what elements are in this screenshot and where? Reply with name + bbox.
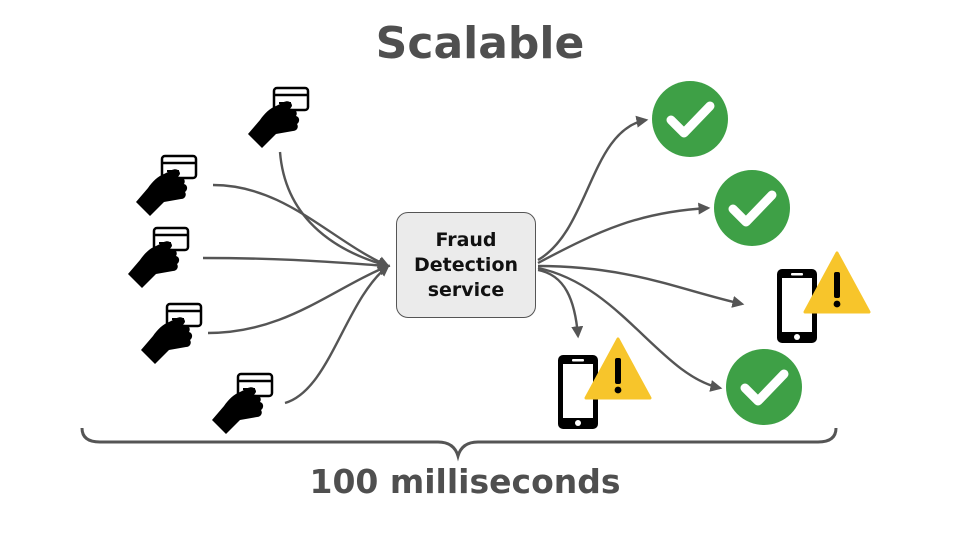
phone-warning-icon — [556, 337, 652, 431]
output-arrow — [537, 264, 745, 308]
output-arrow — [537, 115, 649, 262]
output-arrow — [537, 202, 711, 265]
input-arrow — [278, 151, 391, 270]
service-label-line2: Detection — [413, 253, 519, 276]
hand-card-icon — [126, 226, 190, 290]
check-circle-icon — [652, 81, 728, 157]
input-arrow — [202, 256, 391, 272]
time-brace — [80, 427, 838, 462]
service-label-line1: Fraud — [435, 228, 497, 251]
check-circle-icon — [714, 170, 790, 246]
hand-card-icon — [139, 302, 203, 366]
output-arrow — [537, 268, 584, 339]
service-label-line3: service — [427, 278, 505, 301]
input-arrow — [207, 264, 391, 335]
hand-card-icon — [246, 86, 310, 150]
fraud-detection-service-box: Fraud Detection service — [396, 212, 536, 318]
hand-card-icon — [210, 372, 274, 436]
input-arrow — [284, 264, 390, 405]
hand-card-icon — [134, 154, 198, 218]
output-arrow — [537, 266, 723, 392]
input-arrow — [212, 183, 391, 268]
latency-label: 100 milliseconds — [309, 462, 621, 501]
diagram-title: Scalable — [375, 18, 585, 69]
phone-warning-icon — [775, 251, 871, 345]
check-circle-icon — [726, 349, 802, 425]
